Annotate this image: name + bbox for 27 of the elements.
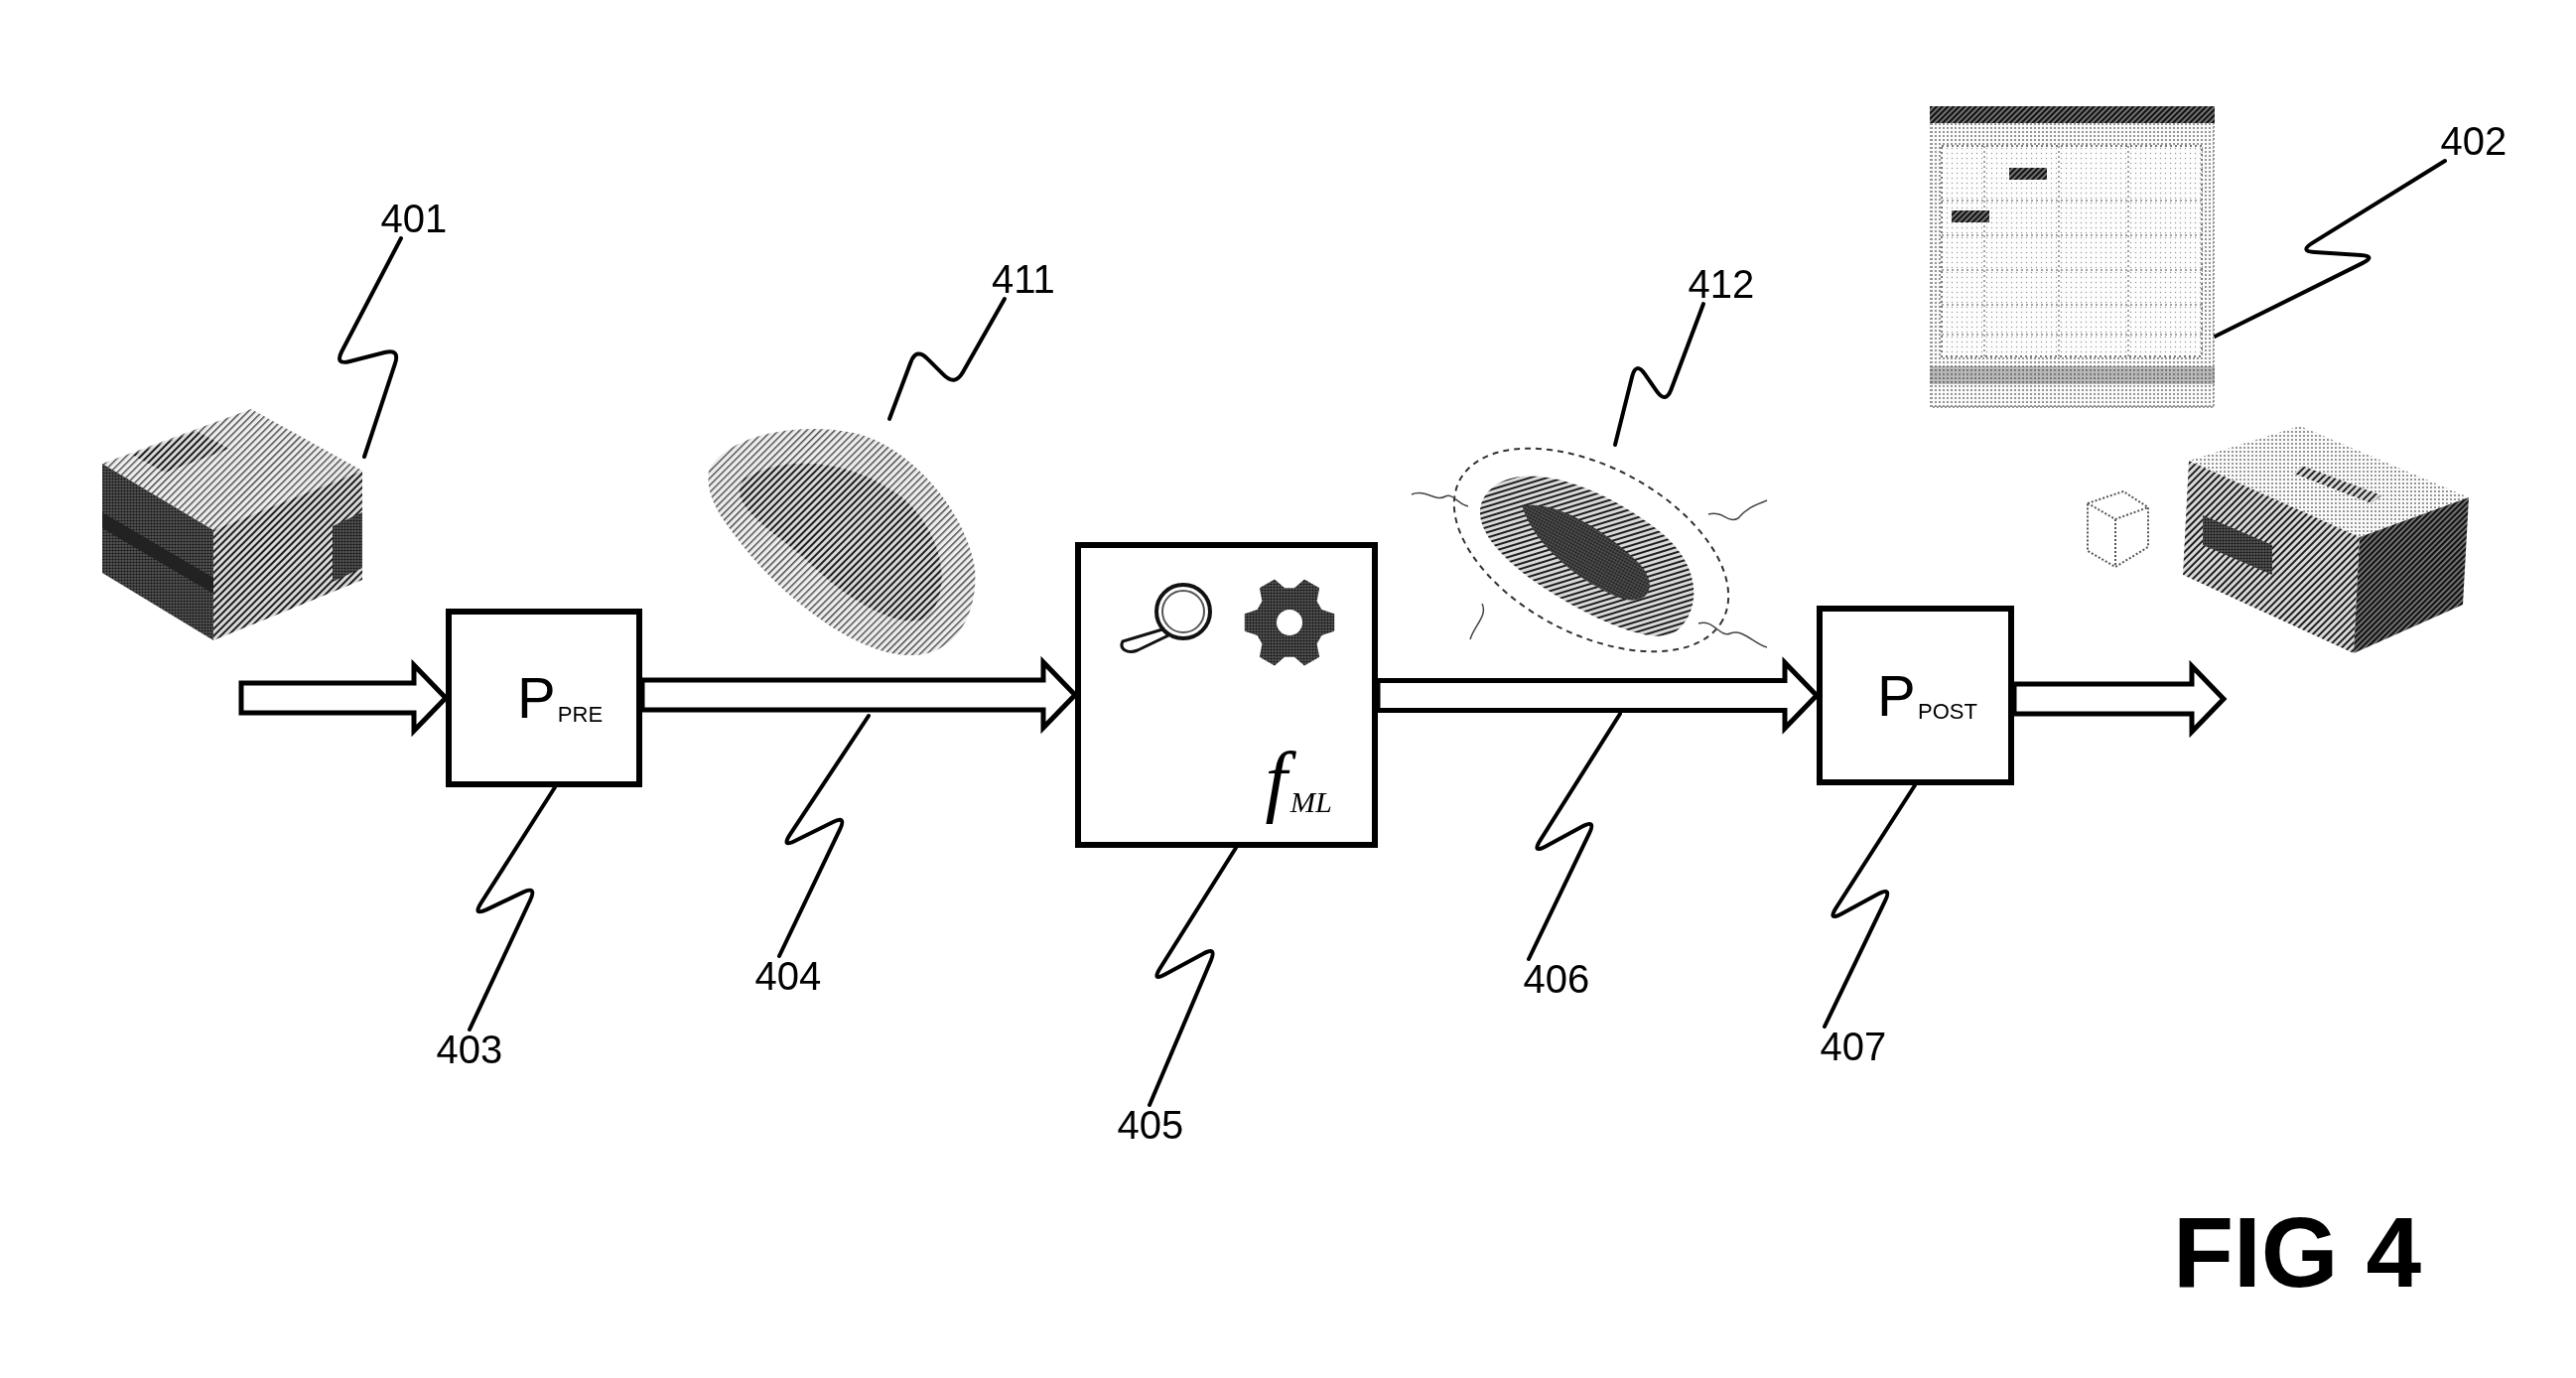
- leader-line: [1823, 783, 1917, 1029]
- leader-line: [1148, 846, 1238, 1107]
- symbol-label: P$_{PRE}$: [516, 669, 604, 727]
- callout-number: 405: [1117, 1105, 1184, 1145]
- leader-line: [2213, 159, 2447, 339]
- software-window-drawing: [1930, 106, 2215, 408]
- process-box: [1075, 542, 1378, 848]
- leader-line: [338, 236, 403, 459]
- device-drawing: [102, 409, 364, 640]
- callout-number: 402: [2440, 121, 2508, 161]
- callout-number: 406: [1523, 959, 1590, 999]
- callout-number: 404: [754, 956, 822, 996]
- callout-number: 401: [380, 199, 448, 238]
- process-box: [1817, 606, 2014, 785]
- leader-line: [1527, 712, 1622, 961]
- arrow: [2011, 659, 2228, 739]
- leader-line: [1613, 302, 1705, 447]
- callout-number: 407: [1820, 1027, 1887, 1066]
- callout-number: 411: [992, 259, 1055, 299]
- callout-number: 403: [436, 1030, 503, 1069]
- figure-label: FIG 4: [2173, 1202, 2422, 1302]
- leader-line: [468, 785, 557, 1032]
- callout-number: 412: [1688, 264, 1755, 304]
- leader-line: [777, 714, 871, 958]
- process-box: [446, 609, 642, 787]
- leader-line: [887, 297, 1007, 421]
- symbol-label: P$_{POST}$: [1877, 666, 1977, 725]
